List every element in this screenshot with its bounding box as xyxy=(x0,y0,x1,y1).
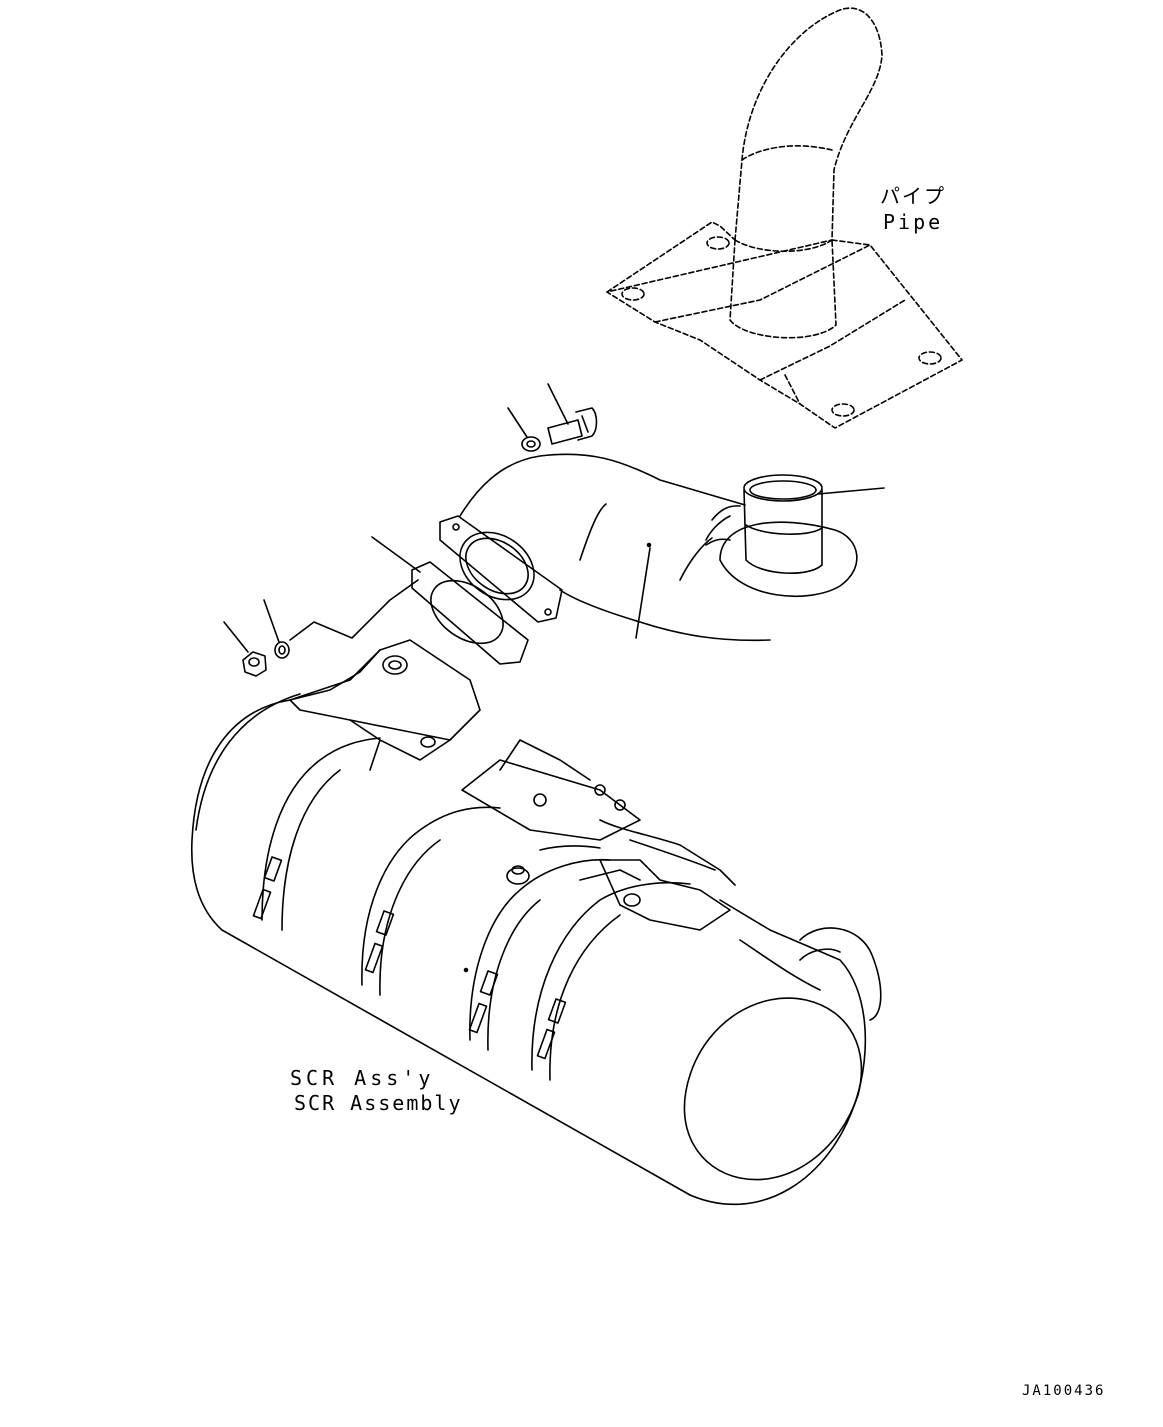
pipe-reference-part xyxy=(606,7,963,429)
pipe-label-japanese: パイプ xyxy=(880,184,946,208)
gasket-part xyxy=(371,536,529,665)
nut-part xyxy=(223,621,267,677)
band-clamps xyxy=(252,856,567,1060)
leader-path xyxy=(289,579,419,641)
scr-assy-label: SCR Ass'y xyxy=(290,1066,435,1090)
elbow-pipe-part xyxy=(439,453,885,642)
washer-upper-part xyxy=(507,407,541,452)
scr-assembly-label: SCR Assembly xyxy=(294,1091,463,1115)
scr-assembly-part xyxy=(190,639,882,1206)
bolt-part xyxy=(547,383,598,445)
washer-lower-part xyxy=(263,599,290,659)
drawing-id-label: JA100436 xyxy=(1022,1383,1106,1399)
pipe-label: Pipe xyxy=(883,210,944,234)
